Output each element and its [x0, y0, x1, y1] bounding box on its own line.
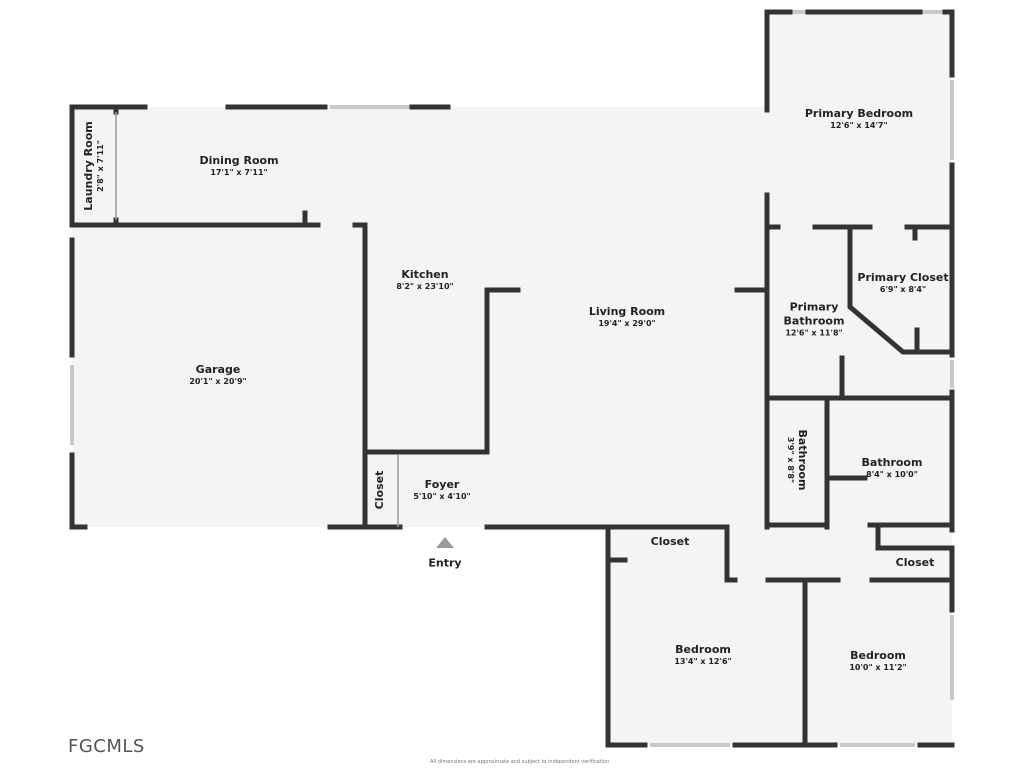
entry-arrow-icon	[436, 537, 454, 548]
room-closet-foyer: Closet	[373, 470, 387, 510]
interior-dividers	[115, 112, 399, 527]
logo: FGCMLS	[68, 736, 145, 757]
disclaimer: All dimensions are approximate and subje…	[430, 759, 610, 765]
walls	[69, 9, 955, 748]
floor	[72, 12, 952, 745]
entry-label: Entry	[428, 556, 462, 570]
room-closet-bedroom2: Closet	[895, 556, 935, 570]
room-closet-bedroom: Closet	[650, 535, 690, 549]
